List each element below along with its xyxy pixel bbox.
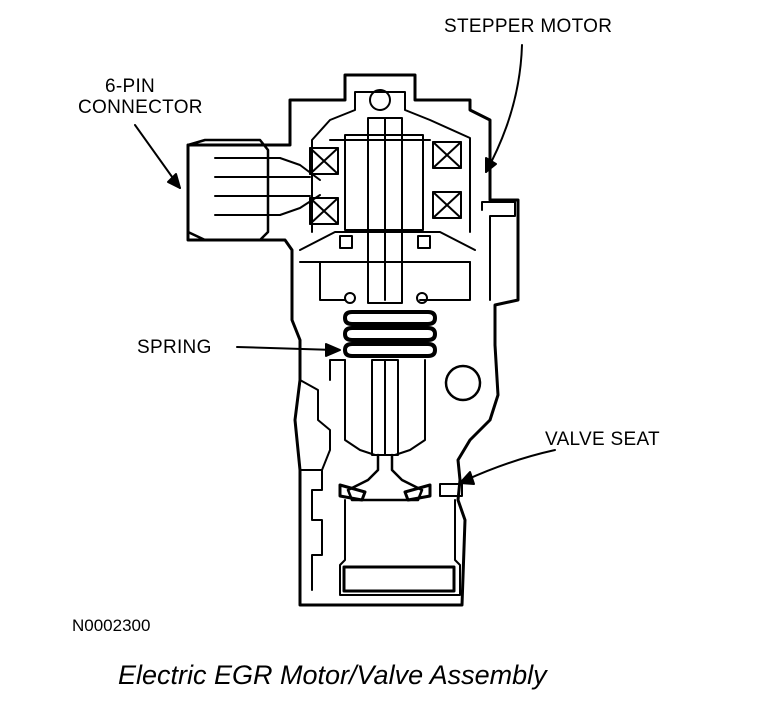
stem-guide xyxy=(344,359,426,456)
spring xyxy=(343,310,437,358)
motor-lower-housing xyxy=(319,261,471,301)
leader-lines xyxy=(134,44,556,485)
rotor-bearing xyxy=(339,235,353,249)
valve-seat-ring xyxy=(338,483,432,502)
stator-coil-cross xyxy=(309,197,339,225)
stator-coil-cross xyxy=(432,141,462,169)
retainer-clip xyxy=(344,292,356,304)
valve-seat-insert xyxy=(439,483,463,497)
port-hole xyxy=(444,364,482,402)
motor-top-bearing xyxy=(369,89,391,111)
stator-coil-cross xyxy=(432,191,462,219)
label-spring: SPRING xyxy=(137,337,212,358)
left-inner-wall xyxy=(329,359,346,381)
motor-base-plate xyxy=(299,231,476,263)
left-body-steps xyxy=(299,379,331,591)
stator-coil-cross xyxy=(309,147,339,175)
valve-pintle xyxy=(346,453,424,502)
motor-cap xyxy=(311,91,471,233)
stator-coil xyxy=(432,191,462,219)
stator-coil xyxy=(309,197,339,225)
mounting-tab xyxy=(481,201,516,301)
connector-wire-leads xyxy=(279,157,321,216)
retainer-clip xyxy=(416,292,428,304)
outlet-port xyxy=(342,565,456,593)
label-connector-line1: 6-PIN xyxy=(105,76,156,97)
stator-coil xyxy=(309,147,339,175)
lower-body-wall xyxy=(339,499,461,596)
label-stepper-motor: STEPPER MOTOR xyxy=(444,16,613,37)
stator-coil xyxy=(432,141,462,169)
label-valve-seat: VALVE SEAT xyxy=(545,429,660,450)
label-connector-line2: CONNECTOR xyxy=(78,97,203,118)
figure-caption: Electric EGR Motor/Valve Assembly xyxy=(118,660,547,690)
valve-body-outline xyxy=(186,73,520,607)
rotor-bearing xyxy=(417,235,431,249)
connector-housing xyxy=(186,138,270,242)
figure-code: N0002300 xyxy=(72,616,151,635)
